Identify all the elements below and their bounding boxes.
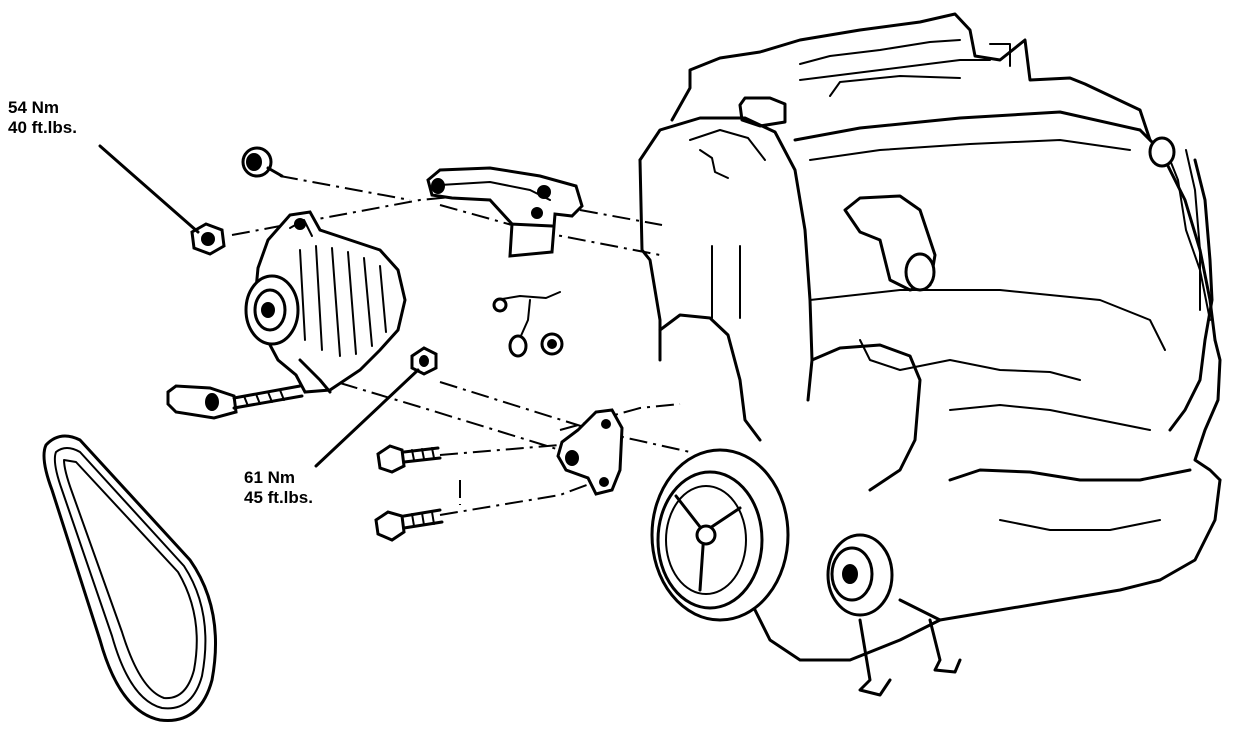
upper-bracket bbox=[426, 166, 584, 258]
torque-imperial: 45 ft.lbs. bbox=[244, 488, 313, 507]
bolt-lower-1 bbox=[376, 444, 442, 474]
torque-label-upper: 54 Nm 40 ft.lbs. bbox=[8, 98, 77, 138]
torque-metric: 61 Nm bbox=[244, 468, 296, 487]
engine-block bbox=[638, 12, 1222, 697]
leader-line-54nm bbox=[98, 144, 200, 234]
nut-54nm bbox=[190, 222, 226, 256]
torque-imperial: 40 ft.lbs. bbox=[8, 118, 77, 137]
wire-connector bbox=[492, 291, 564, 358]
nut-61nm bbox=[410, 346, 438, 376]
bolt-upper bbox=[241, 146, 284, 178]
bolt-lower-2 bbox=[374, 508, 444, 542]
adjusting-bolt bbox=[166, 384, 304, 420]
idler-pulley bbox=[826, 533, 894, 617]
lower-bracket bbox=[556, 408, 624, 496]
crankshaft-pulley bbox=[650, 448, 790, 622]
drive-belt bbox=[42, 434, 217, 722]
torque-label-lower: 61 Nm 45 ft.lbs. bbox=[244, 468, 313, 508]
torque-metric: 54 Nm bbox=[8, 98, 60, 117]
leader-line-61nm bbox=[314, 368, 420, 468]
alternator bbox=[244, 210, 407, 394]
